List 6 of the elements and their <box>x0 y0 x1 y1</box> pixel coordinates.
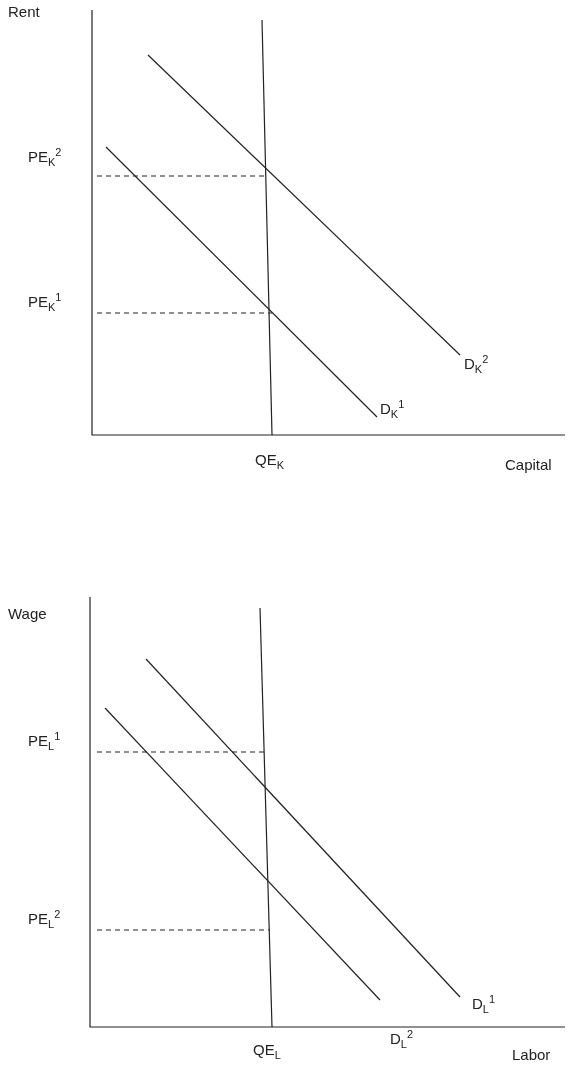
axis-label: Labor <box>512 1046 551 1064</box>
quantity-label: QE$_{K}$ <box>255 451 285 473</box>
axis-label: Wage <box>8 605 47 623</box>
axis-label: Capital <box>505 456 552 474</box>
axis-label: Rent <box>8 3 40 21</box>
quantity-label: QE$_{L}$ <box>253 1041 281 1063</box>
